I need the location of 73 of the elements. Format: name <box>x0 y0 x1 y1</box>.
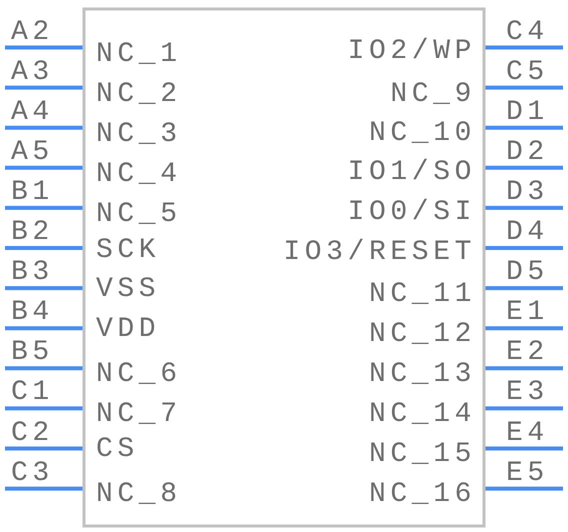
pin-line <box>486 486 563 491</box>
pin-name: NC_5 <box>96 202 182 228</box>
pin-line <box>486 326 563 330</box>
pin-name: NC_6 <box>96 362 182 388</box>
pin-name: NC_11 <box>368 282 476 308</box>
pin-name: NC_2 <box>96 82 182 108</box>
pin-line <box>5 366 82 370</box>
pin-name: NC_12 <box>368 322 476 348</box>
pin-name: SCK <box>96 238 160 264</box>
pin-number: A3 <box>11 60 54 86</box>
pin-line <box>486 166 563 170</box>
pin-number: C3 <box>11 460 54 487</box>
pin-number: A2 <box>11 20 54 46</box>
pin-line <box>486 446 563 450</box>
pin-line <box>486 46 563 50</box>
pin-line <box>486 286 563 290</box>
pin-name: IO2/WP <box>348 39 476 65</box>
pin-line <box>5 446 82 450</box>
pin-name: NC_7 <box>96 402 182 428</box>
pin-name: NC_16 <box>368 482 476 508</box>
pin-name: NC_9 <box>390 82 476 108</box>
pin-number: C5 <box>506 60 549 86</box>
pin-line <box>486 366 563 370</box>
pin-number: C4 <box>506 20 549 46</box>
pin-number: D5 <box>506 260 549 286</box>
pin-line <box>5 46 82 50</box>
pin-number: E5 <box>506 460 549 487</box>
pin-number: C1 <box>11 380 54 406</box>
pin-number: D3 <box>506 180 549 206</box>
pin-line <box>486 126 563 130</box>
pin-line <box>5 206 82 210</box>
pin-number: B2 <box>11 220 54 246</box>
pin-line <box>5 166 82 170</box>
pin-line <box>486 246 563 250</box>
pin-line <box>5 126 82 130</box>
pin-number: E3 <box>506 380 549 406</box>
pin-name: NC_15 <box>368 442 476 468</box>
pin-line <box>5 486 82 491</box>
pin-line <box>5 406 82 410</box>
pin-number: E4 <box>506 420 549 446</box>
pin-name: IO0/SI <box>348 200 476 226</box>
pin-name: NC_1 <box>96 42 182 68</box>
pin-line <box>5 86 82 90</box>
pin-number: D2 <box>506 140 549 166</box>
pin-number: A5 <box>11 140 54 166</box>
pin-name: NC_8 <box>96 482 182 508</box>
pin-number: E2 <box>506 340 549 366</box>
pin-number: A4 <box>11 100 54 126</box>
pin-line <box>5 286 82 290</box>
pin-number: B4 <box>11 300 54 326</box>
pin-name: NC_14 <box>368 402 476 428</box>
pin-line <box>486 86 563 90</box>
pin-number: B3 <box>11 260 54 286</box>
pin-name: CS <box>96 437 139 463</box>
pin-number: D1 <box>506 100 549 126</box>
pin-name: IO1/SO <box>348 160 476 186</box>
pin-line <box>486 206 563 210</box>
pin-name: NC_10 <box>368 121 476 147</box>
pin-number: B5 <box>11 340 54 366</box>
pin-name: VDD <box>96 317 160 343</box>
ic-body-outline <box>82 8 486 528</box>
pin-number: E1 <box>506 300 549 326</box>
pin-name: NC_3 <box>96 122 182 148</box>
pin-number: D4 <box>506 220 549 246</box>
pin-name: IO3/RESET <box>283 240 476 266</box>
pin-number: C2 <box>11 420 54 446</box>
pin-line <box>5 326 82 330</box>
pin-line <box>486 406 563 410</box>
pin-name: NC_4 <box>96 162 182 188</box>
pin-name: VSS <box>96 277 160 303</box>
pin-name: NC_13 <box>368 362 476 388</box>
pin-line <box>5 246 82 250</box>
pin-number: B1 <box>11 180 54 206</box>
